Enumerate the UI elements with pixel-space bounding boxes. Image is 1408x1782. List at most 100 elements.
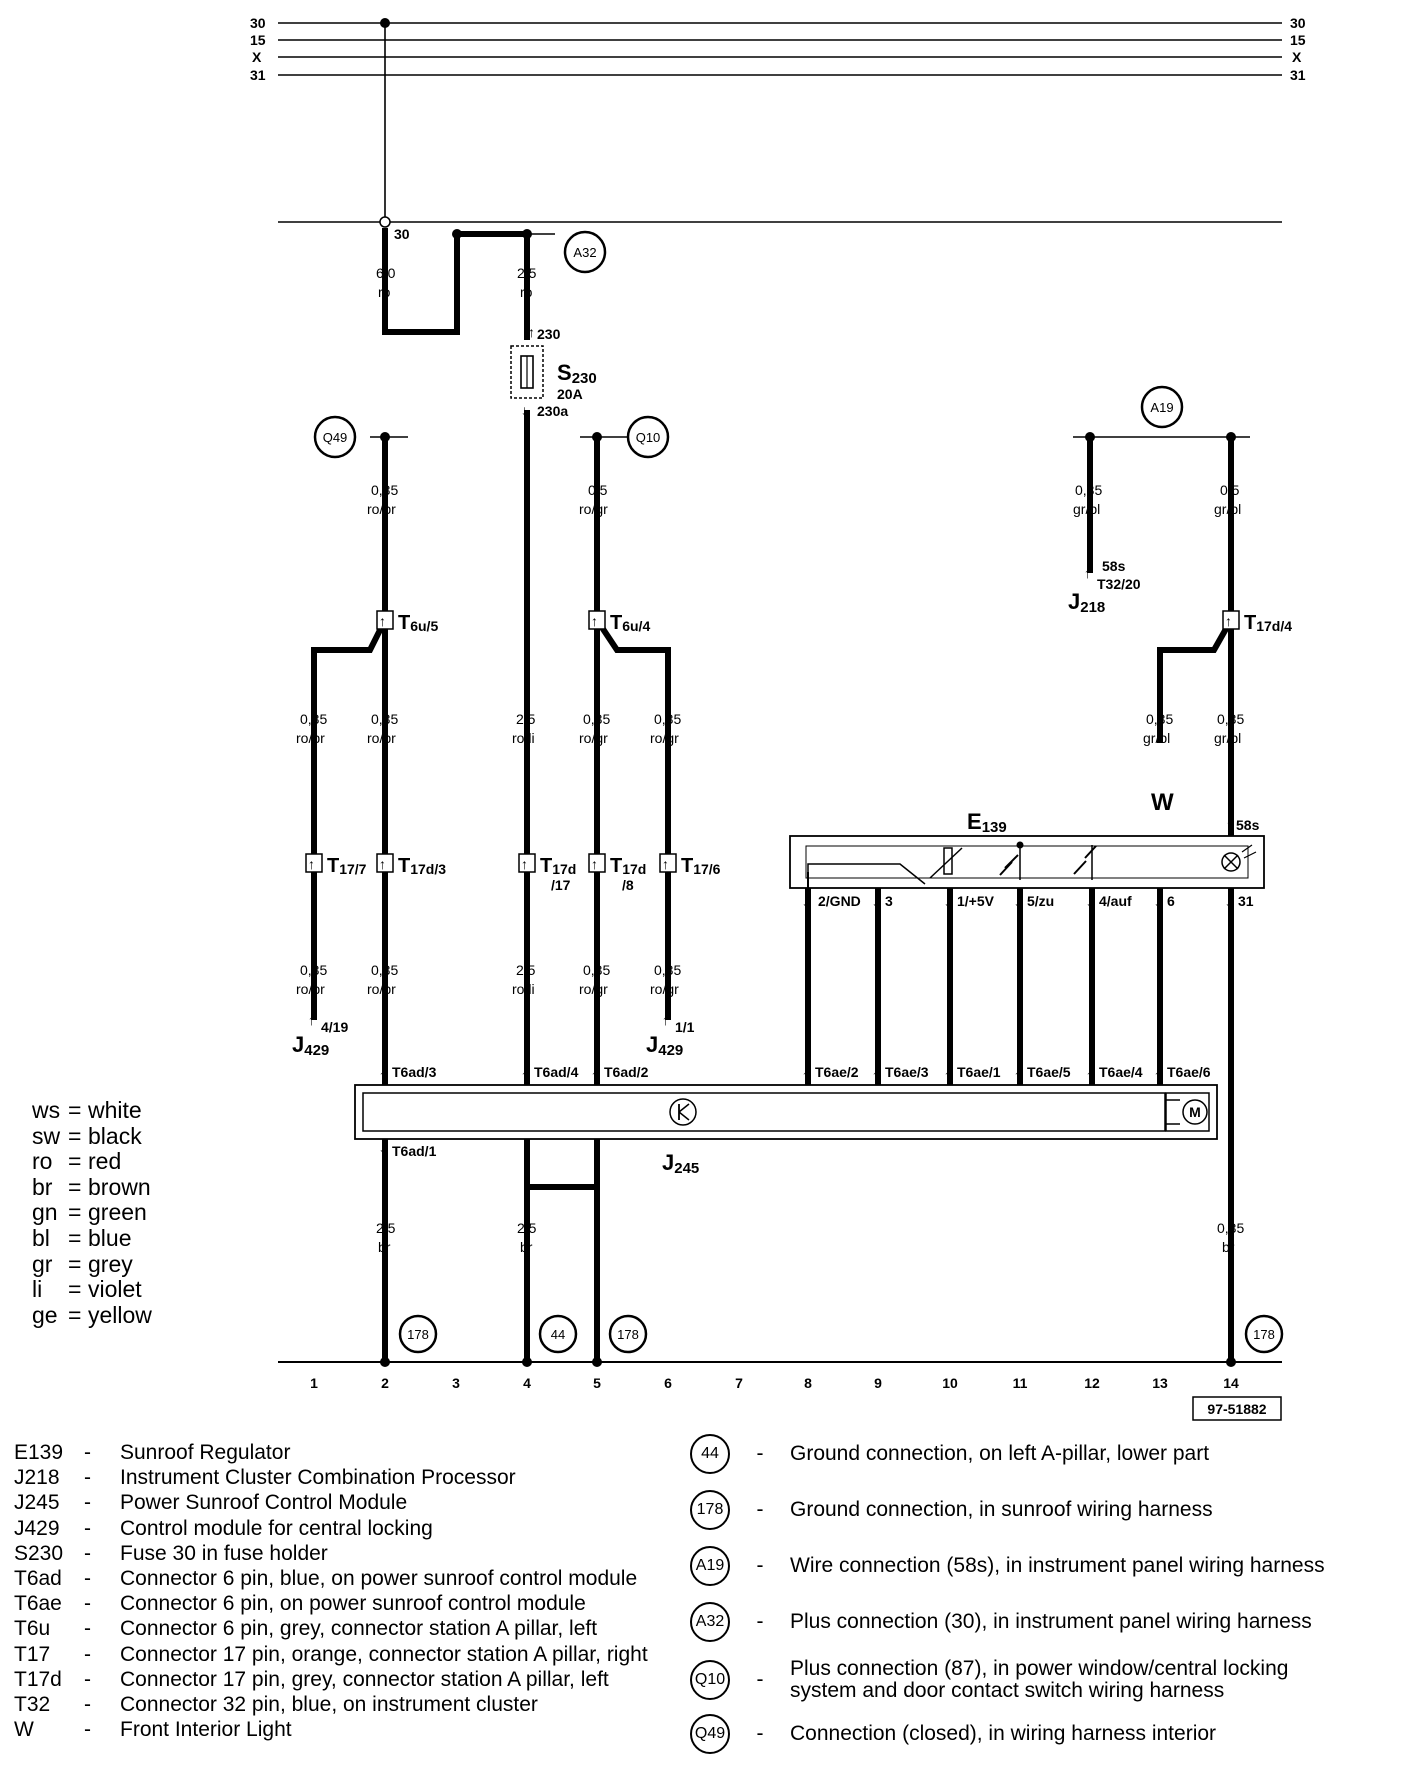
transistor-icon bbox=[678, 1111, 690, 1121]
j245-pin: T6ad/4 bbox=[534, 1064, 579, 1080]
legend-row: J429-Control module for central locking bbox=[14, 1516, 648, 1541]
e139-pin: 4/auf bbox=[1099, 893, 1132, 909]
wire-color: br bbox=[1222, 1239, 1235, 1255]
j245-label: J245 bbox=[662, 1150, 699, 1177]
fuse-rating: 20A bbox=[557, 386, 583, 402]
legend-code: J218 bbox=[14, 1466, 60, 1490]
legend-desc: Control module for central locking bbox=[120, 1516, 433, 1540]
column-number: 2 bbox=[381, 1375, 389, 1391]
e139-pin: 31 bbox=[1238, 893, 1254, 909]
e139-output-wires bbox=[805, 888, 1163, 1085]
legend-dash: - bbox=[756, 1610, 764, 1633]
svg-text:↑: ↑ bbox=[662, 856, 669, 872]
column-number: 5 bbox=[593, 1375, 601, 1391]
svg-text:↑: ↑ bbox=[591, 1067, 598, 1083]
legend-desc: Plus connection (30), in instrument pane… bbox=[790, 1610, 1312, 1633]
wire-size: 2,5 bbox=[516, 962, 536, 978]
svg-text:↑: ↑ bbox=[591, 856, 598, 872]
legend-dash: - bbox=[84, 1491, 91, 1515]
connector-t6u4: ↑ T6u/4 bbox=[588, 610, 650, 634]
legend-desc: Ground connection, on left A-pillar, low… bbox=[790, 1442, 1210, 1465]
svg-text:↓: ↓ bbox=[872, 893, 879, 909]
fuse-pin-out: 230a bbox=[537, 403, 568, 419]
rail-30-pin: 30 bbox=[394, 226, 410, 242]
wire-size: 0,35 bbox=[300, 711, 327, 727]
ground-junction bbox=[592, 1357, 602, 1367]
wire-ground-44 bbox=[524, 1184, 600, 1360]
column-number: 4 bbox=[523, 1375, 531, 1391]
wire-size: 0,35 bbox=[583, 962, 610, 978]
conn-circle-q49: Q49 bbox=[313, 415, 357, 459]
legend-desc: Connector 6 pin, blue, on power sunroof … bbox=[120, 1566, 638, 1590]
svg-text:↑: ↑ bbox=[591, 613, 598, 629]
svg-text:T17d/3: T17d/3 bbox=[398, 855, 446, 877]
wire-color: gr/bl bbox=[1143, 730, 1170, 746]
svg-text:178: 178 bbox=[617, 1327, 639, 1342]
legend-desc-line: Plus connection (87), in power window/ce… bbox=[790, 1657, 1289, 1680]
connector-t17d3: ↑ T17d/3 bbox=[376, 853, 446, 877]
wire-size: 0,35 bbox=[371, 482, 398, 498]
wire-size: 0,35 bbox=[1146, 711, 1173, 727]
legend-row: T6ad-Connector 6 pin, blue, on power sun… bbox=[14, 1566, 648, 1591]
svg-text:↓: ↓ bbox=[1086, 893, 1093, 909]
svg-text:↑: ↑ bbox=[872, 1067, 879, 1083]
j245-pin: T6ae/4 bbox=[1099, 1064, 1143, 1080]
legend-dash: - bbox=[84, 1592, 91, 1616]
e139-pin: 6 bbox=[1167, 893, 1175, 909]
column-number: 9 bbox=[874, 1375, 882, 1391]
color-abbr: gr bbox=[32, 1250, 53, 1277]
fuse-s230: ↑ 230 ↓ 230a bbox=[510, 324, 568, 419]
color-key-row: ge=yellow bbox=[32, 1302, 152, 1329]
wire-color: ro/br bbox=[367, 730, 396, 746]
bus-label-30-left: 30 bbox=[250, 15, 266, 31]
conn-circle-q10: Q10 bbox=[626, 415, 670, 459]
legend-desc: Ground connection, in sunroof wiring har… bbox=[790, 1498, 1213, 1521]
connector-t17d8: ↑ T17d /8 bbox=[588, 853, 646, 893]
legend-circle: 44 bbox=[690, 1434, 730, 1474]
svg-text:↑: ↑ bbox=[1086, 1067, 1093, 1083]
legend-dash: - bbox=[84, 1617, 91, 1641]
svg-text:T17/6: T17/6 bbox=[681, 855, 721, 877]
legend-desc: Connector 17 pin, grey, connector statio… bbox=[120, 1667, 609, 1691]
legend-code: T6ae bbox=[14, 1592, 62, 1616]
rail-30-node bbox=[379, 216, 391, 228]
j245-pin: T6ae/2 bbox=[815, 1064, 859, 1080]
legend-desc: Connection (closed), in wiring harness i… bbox=[790, 1722, 1217, 1745]
legend-dash: - bbox=[84, 1667, 91, 1691]
equals-sign: = bbox=[68, 1199, 82, 1226]
wire-color: ro/gr bbox=[650, 981, 679, 997]
color-key-row: li=violet bbox=[32, 1277, 152, 1303]
legend-row: S230-Fuse 30 in fuse holder bbox=[14, 1541, 648, 1566]
wire-col13 bbox=[1157, 618, 1234, 743]
legend-circle: A32 bbox=[690, 1602, 730, 1642]
legend-code: T32 bbox=[14, 1692, 51, 1716]
svg-text:Q49: Q49 bbox=[323, 430, 348, 445]
svg-text:↓: ↓ bbox=[379, 1139, 386, 1155]
wire-color: gr/bl bbox=[1214, 501, 1241, 517]
wire-color: ro bbox=[378, 284, 391, 300]
legend-connection-row: Q49-Connection (closed), in wiring harne… bbox=[690, 1714, 1216, 1754]
wire-size: 2,5 bbox=[517, 265, 537, 281]
transistor-icon bbox=[678, 1103, 690, 1113]
svg-text:↑: ↑ bbox=[308, 1012, 315, 1028]
column-number: 8 bbox=[804, 1375, 812, 1391]
wire-size: 2,5 bbox=[517, 1220, 537, 1236]
svg-text:4/19: 4/19 bbox=[321, 1019, 348, 1035]
legend-connection-row: Q10-Plus connection (87), in power windo… bbox=[690, 1658, 1288, 1702]
connector-t17-7: ↑ T17/7 bbox=[305, 853, 367, 877]
column-number: 6 bbox=[664, 1375, 672, 1391]
wire-color: br bbox=[520, 1239, 533, 1255]
svg-text:↑: ↑ bbox=[379, 856, 386, 872]
legend-code: W bbox=[14, 1718, 34, 1742]
legend-circle: Q49 bbox=[690, 1714, 730, 1754]
legend-connection-row: A32 - Plus connection (30), in instrument … bbox=[690, 1602, 1312, 1642]
svg-text:↑: ↑ bbox=[1014, 1067, 1021, 1083]
color-key-row: gr=grey bbox=[32, 1250, 152, 1278]
conn-circle-a19: A19 bbox=[1140, 385, 1184, 429]
ground-junction bbox=[1226, 1357, 1236, 1367]
wire-size: 2,5 bbox=[376, 1220, 396, 1236]
bus-30-junction bbox=[380, 18, 390, 28]
motor-icon: M bbox=[1189, 1104, 1201, 1120]
legend-circle: 178 bbox=[690, 1490, 730, 1530]
svg-text:↑: ↑ bbox=[379, 613, 386, 629]
